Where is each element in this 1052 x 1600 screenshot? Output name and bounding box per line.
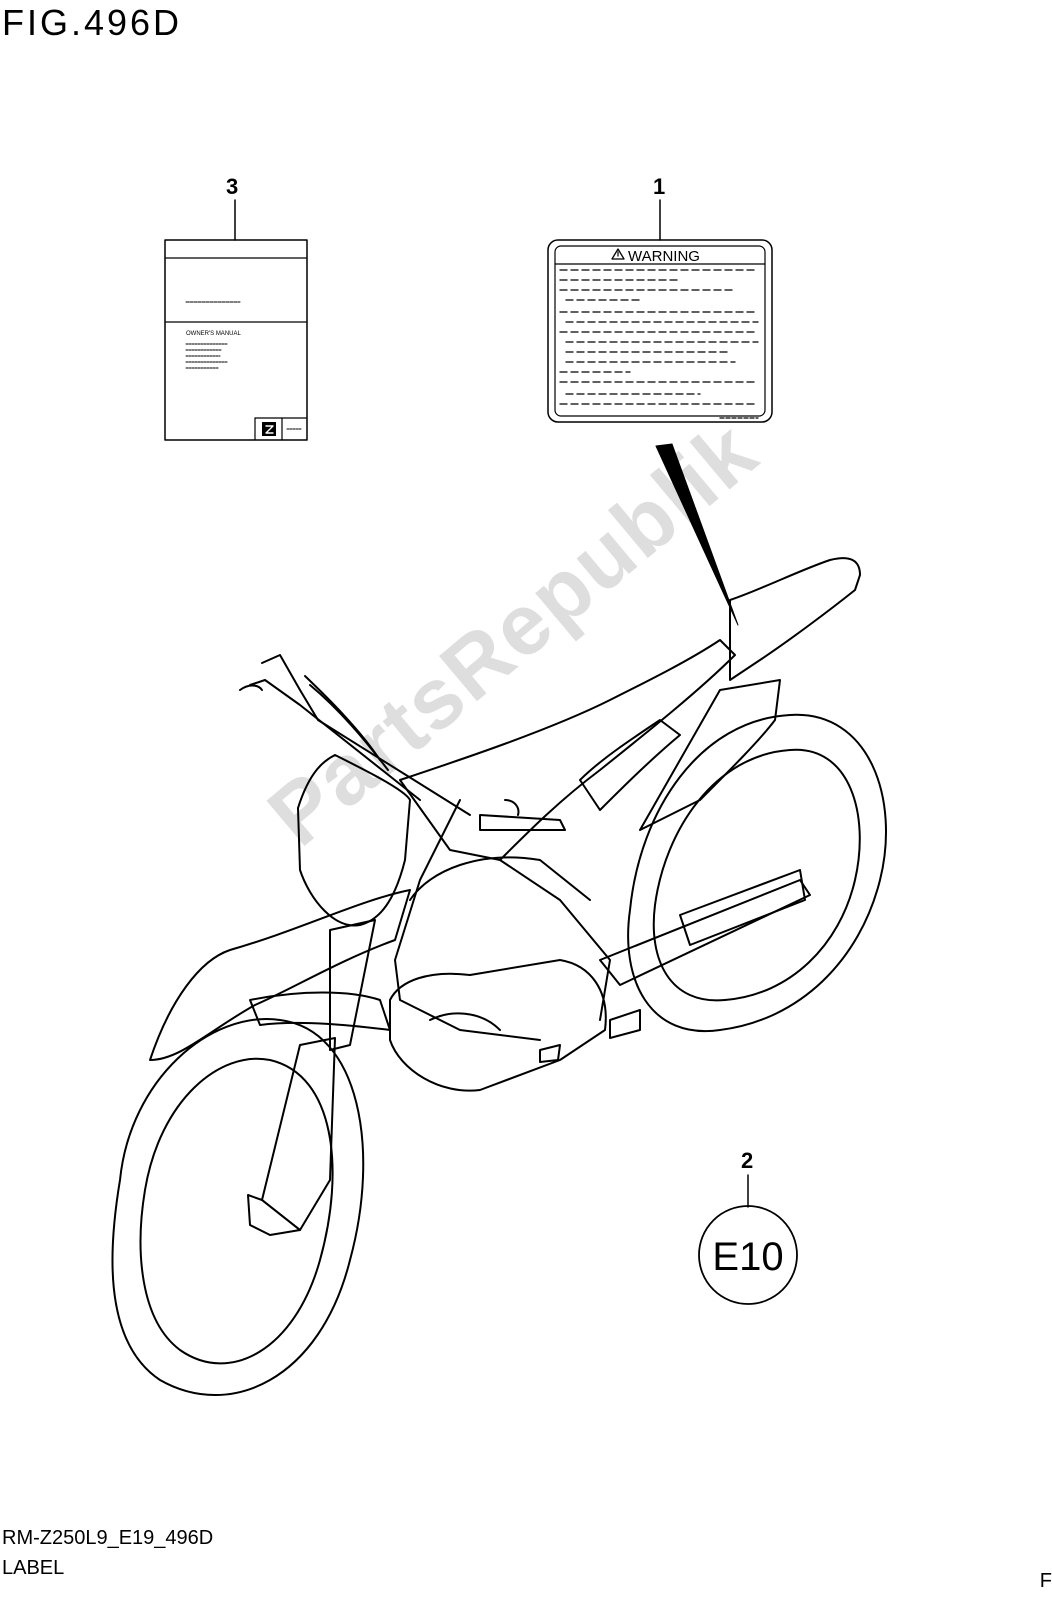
figure-name: LABEL xyxy=(2,1557,65,1579)
motorcycle-illustration xyxy=(111,557,887,1396)
warning-label-heading: WARNING xyxy=(628,248,700,265)
owners-manual-illustration xyxy=(164,199,308,441)
owners-manual-cover-text: OWNER'S MANUAL xyxy=(186,331,241,337)
callout-3: 3 xyxy=(226,174,239,199)
label-pointer xyxy=(655,443,739,626)
page-mark: F xyxy=(1039,1570,1052,1592)
figure-title: FIG.496D xyxy=(2,2,183,43)
figure-code: RM-Z250L9_E19_496D xyxy=(2,1527,214,1549)
e10-label-illustration xyxy=(698,1174,798,1305)
e10-label-text: E10 xyxy=(712,1235,783,1279)
callout-2: 2 xyxy=(741,1148,754,1173)
callout-1: 1 xyxy=(653,174,666,199)
warning-label-illustration xyxy=(547,199,773,423)
